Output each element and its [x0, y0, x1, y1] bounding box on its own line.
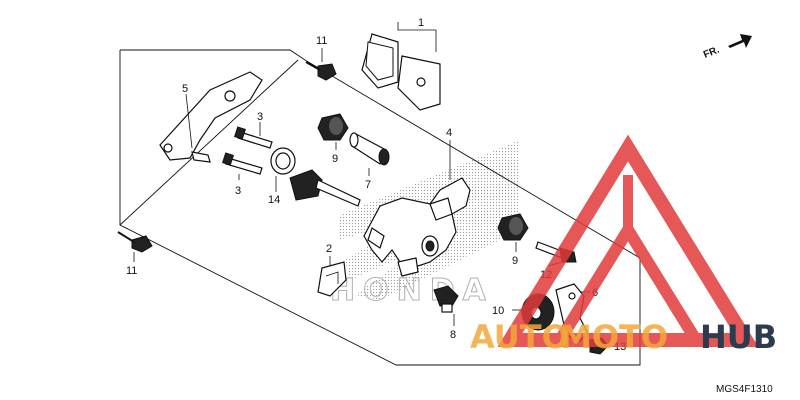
callout-11-lower: 11 — [126, 265, 137, 277]
callout-3-upper: 3 — [257, 111, 263, 123]
watermark-text-auto: AUTO — [470, 318, 569, 356]
caliper-body — [363, 177, 471, 277]
front-direction-indicator: FR. — [702, 34, 752, 61]
caliper-bracket — [159, 71, 263, 163]
automotohub-watermark: AUTO MOTO HUB — [470, 134, 777, 356]
mounting-bolt-lower — [117, 231, 153, 253]
piston-with-bolt — [289, 169, 361, 207]
pin-boot-upper — [317, 113, 349, 141]
front-arrow-icon — [728, 34, 752, 48]
watermark-text-moto: MOTO — [560, 318, 668, 356]
callout-7: 7 — [365, 179, 371, 191]
watermark-text-hub: HUB — [700, 318, 777, 356]
brake-pad-set — [361, 33, 441, 111]
watermark-triangle-logo — [497, 134, 759, 347]
callout-4: 4 — [446, 127, 452, 139]
leader-lines — [133, 22, 612, 347]
drawing-code: MGS4F1310 — [716, 384, 773, 395]
assembly-frame — [119, 49, 641, 366]
callout-2: 2 — [326, 243, 332, 255]
bleeder-valve — [433, 285, 459, 313]
pad-spring-clip — [317, 261, 347, 297]
honda-brand-text: HONDA — [330, 273, 494, 308]
caliper-pin-upper — [234, 126, 273, 149]
callout-9-upper: 9 — [332, 153, 338, 165]
callout-14: 14 — [268, 194, 280, 206]
mounting-bolt-upper — [305, 61, 337, 81]
piston-seal — [270, 147, 296, 175]
callout-3-lower: 3 — [235, 185, 241, 197]
callout-11-upper: 11 — [316, 35, 327, 47]
callout-9-lower: 9 — [512, 255, 518, 267]
callout-10: 10 — [492, 305, 504, 317]
front-direction-label: FR. — [702, 44, 721, 60]
pin-sleeve — [349, 132, 390, 166]
callout-5: 5 — [182, 83, 188, 95]
pin-boot-lower — [497, 213, 529, 241]
callout-8: 8 — [450, 329, 456, 341]
caliper-pin-lower — [222, 152, 263, 175]
callout-1: 1 — [418, 17, 424, 29]
